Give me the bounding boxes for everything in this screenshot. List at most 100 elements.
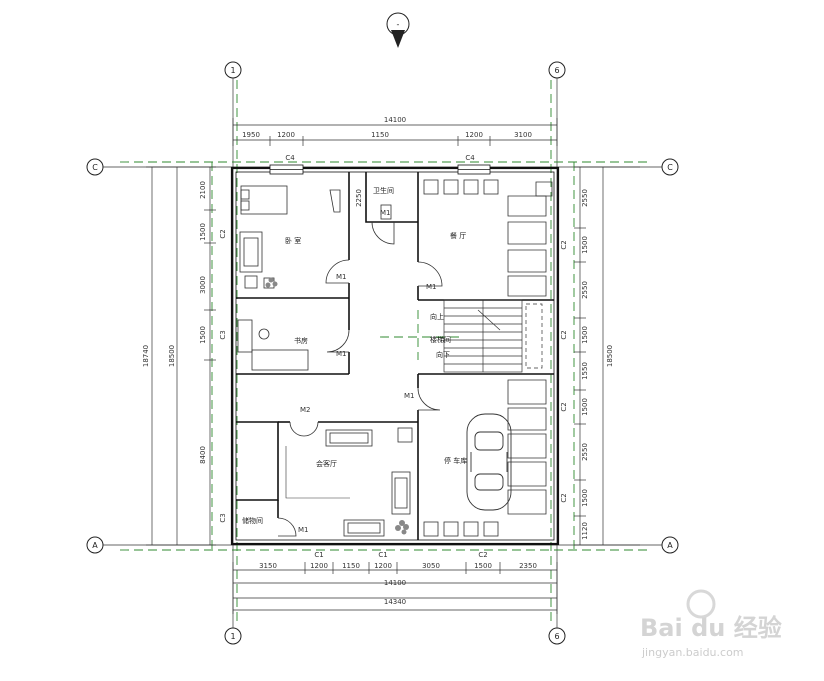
baidu-watermark: Bai du 经验 jingyan.baidu.com (640, 589, 782, 659)
window-left-c3-b: C3 (219, 513, 227, 522)
window-left-c2: C2 (219, 229, 227, 238)
watermark-url: jingyan.baidu.com (641, 646, 744, 659)
room-label-bedroom: 卧 室 (285, 236, 301, 245)
right-dimension-lines (574, 166, 640, 546)
window-bottom-c2: C2 (478, 551, 487, 559)
axis-bubbles (86, 61, 679, 645)
dim-left-seg-2: 1500 (199, 223, 207, 241)
dim-top-seg-5: 3100 (514, 131, 532, 139)
exterior-walls (230, 166, 560, 546)
door-label-bedroom: M1 (336, 273, 347, 281)
dim-bottom-seg-6: 1500 (474, 562, 492, 570)
top-dimension-lines (232, 118, 558, 146)
toilet (380, 204, 392, 220)
axis-label-bottom-1: 1 (230, 632, 235, 641)
dim-right-seg-4: 1500 (581, 326, 589, 344)
window-top-c4-b: C4 (465, 154, 475, 162)
window-right-c2-a: C2 (560, 240, 568, 249)
axis-label-left-c: C (92, 163, 98, 172)
axis-labels: 1 6 1 6 C A C A (92, 66, 673, 641)
chair (258, 328, 270, 340)
stair-label-mid: 楼梯间 (430, 335, 451, 344)
dim-right-seg-1: 2550 (581, 189, 589, 207)
axis-label-right-c: C (667, 163, 673, 172)
stair-treads (443, 299, 543, 373)
window-left-c3-a: C3 (219, 330, 227, 339)
room-label-storage: 储物间 (242, 516, 263, 525)
stair-label-up: 向上 (430, 312, 444, 321)
dim-bottom-seg-2: 1200 (310, 562, 328, 570)
door-label-dining: M1 (426, 283, 437, 291)
plant-icon-bedroom (265, 277, 278, 288)
room-label-bath: 卫生间 (373, 186, 394, 195)
dim-right-seg-9: 1120 (581, 522, 589, 540)
window-right-c2-c: C2 (560, 402, 568, 411)
dim-right-total: 18500 (606, 345, 614, 367)
dim-bath-2250: 2250 (355, 189, 363, 207)
door-label-m2: M2 (300, 406, 311, 414)
left-dimension-lines (146, 166, 216, 546)
room-label-study: 书房 (294, 336, 308, 345)
windows-top (269, 164, 491, 175)
stair-label-down: 向下 (436, 350, 450, 359)
dim-left-seg-4: 1500 (199, 326, 207, 344)
dim-left-total-inner: 18500 (168, 345, 176, 367)
door-label-study: M1 (336, 350, 347, 358)
dim-left-seg-3: 3000 (199, 276, 207, 294)
dim-top-seg-2: 1200 (277, 131, 295, 139)
sofa (239, 231, 263, 273)
compass-symbol: - (386, 12, 410, 48)
dim-bottom-total-1: 14100 (384, 579, 406, 587)
dim-right-seg-8: 1500 (581, 489, 589, 507)
room-label-dining: 餐 厅 (450, 231, 466, 240)
plant-icon (395, 520, 409, 535)
axis-label-right-a: A (667, 541, 673, 550)
dim-top-seg-4: 1200 (465, 131, 483, 139)
window-bottom-c1-a: C1 (314, 551, 323, 559)
door-label-bath: M1 (380, 209, 391, 217)
door-swings (277, 221, 443, 537)
dim-right-seg-6: 1500 (581, 398, 589, 416)
axis-label-top-1: 1 (230, 66, 235, 75)
dim-bottom-seg-3: 1150 (342, 562, 360, 570)
guest-sofa-side (391, 471, 411, 515)
compass-label: - (397, 20, 400, 29)
window-right-c2-d: C2 (560, 493, 568, 502)
study-furniture (237, 319, 309, 371)
bath-fixtures (380, 204, 392, 220)
dining-furniture (423, 179, 553, 297)
window-top-c4-a: C4 (285, 154, 295, 162)
dim-right-seg-2: 1500 (581, 236, 589, 254)
garage-furniture (423, 379, 547, 537)
door-label-hall: M1 (404, 392, 415, 400)
dim-bottom-seg-4: 1200 (374, 562, 392, 570)
window-bottom-c1-b: C1 (378, 551, 387, 559)
axis-label-left-a: A (92, 541, 98, 550)
bedroom-furniture (239, 185, 341, 289)
bed (240, 185, 288, 215)
dim-top-seg-3: 1150 (371, 131, 389, 139)
desk (237, 319, 253, 353)
dim-top-total: 14100 (384, 116, 406, 124)
dim-left-seg-5: 8400 (199, 446, 207, 464)
door-label-storage: M1 (298, 526, 309, 534)
room-label-guest: 会客厅 (316, 459, 337, 468)
dim-bottom-seg-5: 3050 (422, 562, 440, 570)
room-label-garage: 停 车库 (444, 456, 467, 465)
dim-top-seg-1: 1950 (242, 131, 260, 139)
guest-sofa-top (325, 429, 373, 447)
paw-icon (686, 589, 716, 619)
dim-bottom-total-2: 14340 (384, 598, 406, 606)
guest-furniture (285, 427, 413, 537)
axis-label-top-6: 6 (554, 66, 559, 75)
dim-right-seg-5: 1550 (581, 362, 589, 380)
axis-label-bottom-6: 6 (554, 632, 559, 641)
window-right-c2-b: C2 (560, 330, 568, 339)
axis-lines (103, 78, 662, 628)
dim-bottom-seg-1: 3150 (259, 562, 277, 570)
wardrobe (329, 189, 341, 213)
center-lines (120, 80, 650, 625)
guest-sofa-bottom (343, 519, 385, 537)
watermark-brand: Bai du 经验 (640, 614, 782, 642)
